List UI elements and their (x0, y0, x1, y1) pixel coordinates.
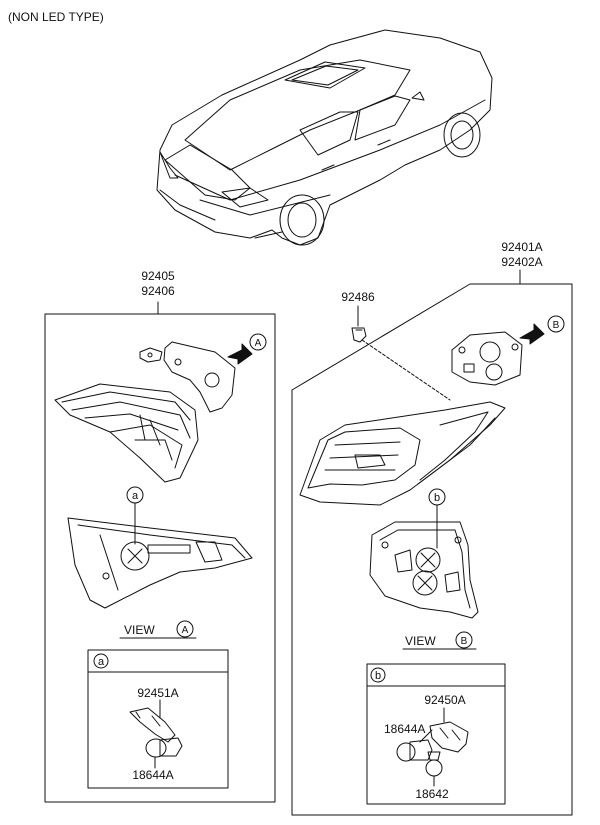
right-lamp-back-view (369, 521, 479, 619)
detail-a-tag-letter: a (98, 656, 105, 668)
left-part-number-1: 92405 (141, 269, 175, 283)
right-part-number-2: 92402A (501, 255, 542, 269)
tag-a-letter: a (132, 490, 139, 502)
detail-b-tag-letter: b (375, 670, 381, 682)
right-part-number-1: 92401A (501, 240, 542, 254)
diagram-title: (NON LED TYPE) (8, 10, 104, 24)
detail-b-box (366, 663, 506, 805)
view-b-marker-letter: B (553, 320, 560, 331)
left-gasket (139, 341, 236, 413)
detail-b-bulb-a-leader (419, 729, 433, 743)
right-gasket (451, 331, 523, 386)
view-marker-b-circle (547, 315, 565, 333)
left-lamp-housing (54, 383, 199, 483)
detail-a-box (87, 649, 229, 789)
clip-part-number: 92486 (341, 290, 375, 304)
bulb-18644a-left-icon (145, 737, 183, 758)
socket-92450a-icon (429, 721, 469, 753)
detail-a-socket-label: 92451A (137, 686, 178, 700)
detail-b-socket-label: 92450A (424, 693, 465, 707)
detail-b-bulb-b-label: 18642 (415, 787, 449, 801)
view-b-label: VIEW (405, 634, 436, 648)
left-part-number-2: 92406 (141, 284, 175, 298)
socket-92451a-icon (129, 707, 176, 743)
car-illustration (156, 29, 493, 246)
detail-b-tag-circle (370, 667, 386, 683)
right-assembly-frame (291, 283, 573, 816)
detail-a-tag-circle (93, 653, 109, 669)
detail-b-bulb-a-label: 18644A (384, 722, 425, 736)
left-assembly-frame (44, 313, 276, 803)
view-a-label: VIEW (124, 623, 155, 637)
clip-92486-icon (351, 327, 367, 343)
left-lamp-back-view (67, 517, 253, 609)
bulb-18642-icon (425, 751, 443, 777)
view-a-label-letter: A (182, 625, 189, 636)
view-a-marker-circle (176, 620, 194, 638)
tag-b-letter: b (434, 492, 440, 504)
bulb-18644a-right-icon (396, 739, 433, 762)
arrow-b-icon (519, 323, 545, 345)
view-b-marker-circle (455, 631, 473, 649)
right-lamp-housing (299, 401, 506, 506)
detail-a-bulb-label: 18644A (132, 768, 173, 782)
view-b-label-letter: B (461, 636, 468, 647)
clip-dashed-line (361, 339, 451, 401)
arrow-a-icon (227, 343, 253, 365)
view-a-marker-letter: A (255, 338, 262, 349)
view-marker-a-circle (249, 333, 267, 351)
